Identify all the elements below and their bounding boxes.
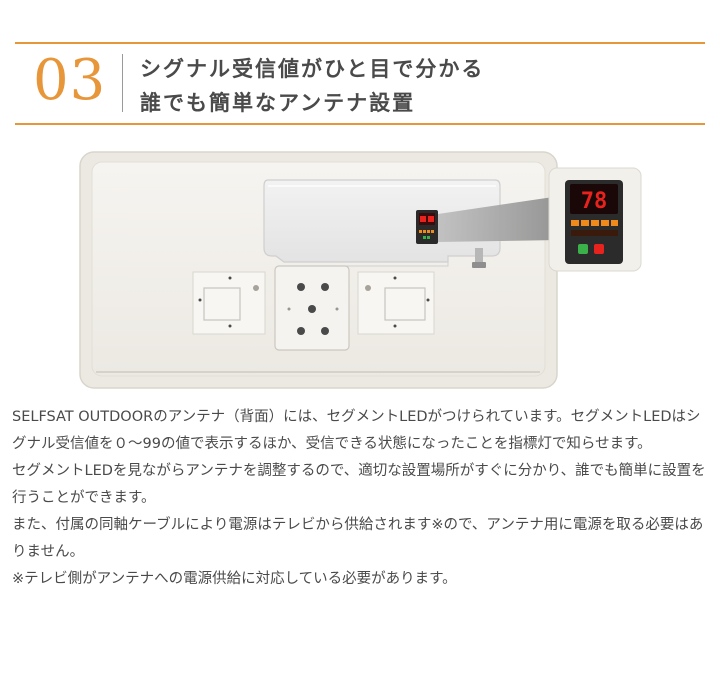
led-display-small (416, 210, 438, 244)
antenna-panel-face (91, 161, 546, 377)
header-bottom-rule (15, 123, 705, 125)
coax-connector (475, 248, 483, 264)
section-title-line-1: シグナル受信値がひと目で分かる (140, 57, 485, 81)
zoom-led-screen (570, 184, 618, 214)
description-paragraph: SELFSAT OUTDOORのアンテナ（背面）には、セグメントLEDがつけられ… (12, 409, 701, 452)
header-top-rule (15, 42, 705, 44)
step-number: 03 (33, 48, 107, 113)
electronics-box (263, 179, 501, 263)
footnote: ※テレビ側がアンテナへの電源供給に対応している必要があります。 (12, 571, 457, 587)
antenna-panel (79, 151, 558, 389)
zoom-led-readout: 78 (581, 189, 608, 214)
section-title-line-2: 誰でも簡単なアンテナ設置 (140, 91, 416, 115)
zoom-callout-beam (438, 196, 560, 242)
description-text: SELFSAT OUTDOORのアンテナ（背面）には、セグメントLEDがつけられ… (12, 404, 712, 593)
description-paragraph: セグメントLEDを見ながらアンテナを調整するので、適切な設置場所がすぐに分かり、… (12, 463, 706, 506)
title-divider (122, 54, 123, 112)
description-paragraph: また、付属の同軸ケーブルにより電源はテレビから供給されます※ので、アンテナ用に電… (12, 517, 704, 560)
mount-plate-right (357, 271, 435, 335)
zoom-inset (548, 167, 642, 272)
center-mount-bracket (274, 265, 350, 351)
mount-plate-left (192, 271, 266, 335)
